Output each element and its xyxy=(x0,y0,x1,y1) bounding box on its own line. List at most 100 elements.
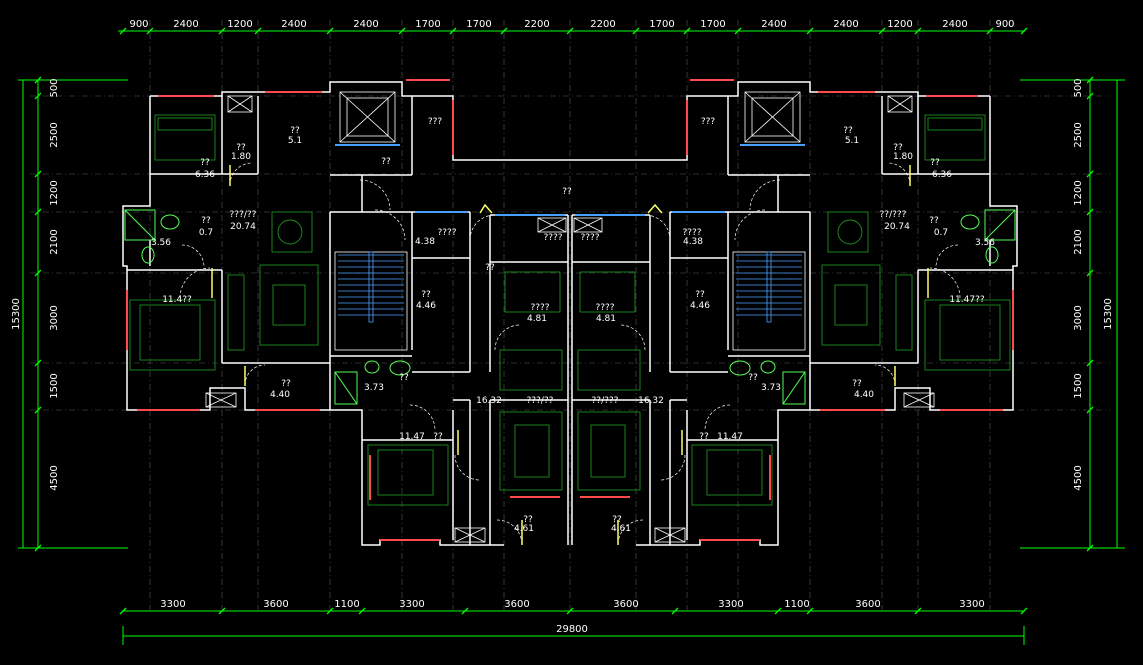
door-leaves xyxy=(211,165,929,545)
elevator-right xyxy=(744,91,801,143)
dim-right-total: 15300 xyxy=(1103,298,1114,330)
room-label-50: 11.47?? xyxy=(949,295,985,305)
room-label-29: ???/?? xyxy=(527,396,554,406)
dim-bottom-9: 3300 xyxy=(959,599,984,610)
top-dimension-labels: 900 2400 1200 2400 2400 1700 1700 2200 2… xyxy=(129,19,1014,30)
dimension-tick xyxy=(1086,544,1094,552)
dimension-tick xyxy=(914,27,922,35)
room-label-51: ???? xyxy=(595,303,614,313)
room-label-14: 3.56 xyxy=(151,238,171,248)
dim-right-1: 2500 xyxy=(1073,122,1084,147)
dim-right-6: 4500 xyxy=(1073,465,1084,490)
room-label-41: ??/??? xyxy=(880,210,907,220)
dimension-tick xyxy=(1020,607,1028,615)
room-label-4: 1.80 xyxy=(231,152,251,162)
dim-bottom-6: 3300 xyxy=(718,599,743,610)
room-label-35: ?? xyxy=(843,126,853,136)
dim-top-2: 1200 xyxy=(227,19,252,30)
shafts xyxy=(205,95,935,543)
room-label-27: ?? xyxy=(281,379,291,389)
dimension-tick xyxy=(1086,269,1094,277)
room-label-17: ???? xyxy=(543,233,562,243)
dim-right-0: 500 xyxy=(1073,78,1084,97)
dimension-tick xyxy=(1086,406,1094,414)
room-label-61: ?? xyxy=(612,515,622,525)
dim-top-14: 2400 xyxy=(942,19,967,30)
room-label-33: ?? xyxy=(523,515,533,525)
room-label-5: ?? xyxy=(290,126,300,136)
room-label-22: 11.4?? xyxy=(162,295,192,305)
room-label-18: ???? xyxy=(580,233,599,243)
room-label-2: ?? xyxy=(562,187,572,197)
dimension-tick xyxy=(34,92,42,100)
dimension-tick xyxy=(632,27,640,35)
room-label-32: 11.47 xyxy=(399,432,425,442)
room-label-15: ???? xyxy=(437,228,456,238)
room-label-30: 16.32 xyxy=(476,396,502,406)
dim-top-3: 2400 xyxy=(281,19,306,30)
dimension-tick xyxy=(461,607,469,615)
dimension-tick xyxy=(34,544,42,552)
room-label-47: 4.38 xyxy=(683,237,703,247)
room-label-42: 20.74 xyxy=(884,222,910,232)
dim-bottom-3: 3300 xyxy=(399,599,424,610)
dimension-tick xyxy=(566,27,574,35)
room-label-19: ?? xyxy=(485,263,495,273)
room-label-12: ?? xyxy=(201,216,211,226)
dim-left-0: 500 xyxy=(49,78,60,97)
dim-left-3: 2100 xyxy=(49,229,60,254)
room-label-39: ?? xyxy=(930,158,940,168)
dim-top-15: 900 xyxy=(995,19,1014,30)
dim-bottom-2: 1100 xyxy=(334,599,359,610)
dimension-tick xyxy=(1086,92,1094,100)
dim-top-8: 2200 xyxy=(590,19,615,30)
dim-right-3: 2100 xyxy=(1073,229,1084,254)
dim-top-5: 1700 xyxy=(415,19,440,30)
dim-bottom-4: 3600 xyxy=(504,599,529,610)
dimension-tick xyxy=(254,27,262,35)
dimension-lines xyxy=(18,30,1125,645)
room-label-37: ?? xyxy=(893,143,903,153)
room-label-10: ???/?? xyxy=(230,210,257,220)
room-label-55: ?? xyxy=(852,379,862,389)
room-labels: ??? ??? ?? ?? 1.80 ?? 5.1 ?? ?? 6.36 ???… xyxy=(151,117,995,534)
dimension-tick xyxy=(986,27,994,35)
room-label-40: 6.36 xyxy=(932,170,952,180)
room-label-20: ?? xyxy=(421,290,431,300)
dim-top-11: 2400 xyxy=(761,19,786,30)
elevator-left xyxy=(339,91,396,143)
dimension-tick xyxy=(806,607,814,615)
dim-left-6: 4500 xyxy=(49,465,60,490)
room-label-3: ?? xyxy=(236,143,246,153)
room-label-11: 20.74 xyxy=(230,222,256,232)
left-dimension-labels: 500 2500 1200 2100 3000 1500 4500 15300 xyxy=(11,78,60,490)
windows xyxy=(126,79,1014,541)
dimension-tick xyxy=(326,607,334,615)
dim-bottom-5: 3600 xyxy=(613,599,638,610)
dimension-tick xyxy=(34,269,42,277)
stair-left xyxy=(334,251,408,351)
dim-bottom-7: 1100 xyxy=(784,599,809,610)
room-label-36: 5.1 xyxy=(845,136,859,146)
dimension-tick xyxy=(34,406,42,414)
dim-bottom-0: 3300 xyxy=(160,599,185,610)
room-label-43: ?? xyxy=(929,216,939,226)
dim-top-12: 2400 xyxy=(833,19,858,30)
room-label-28: 4.40 xyxy=(270,390,290,400)
dimension-tick xyxy=(119,607,127,615)
dimension-tick xyxy=(146,27,154,35)
bottom-dimension-labels: 3300 3600 1100 3300 3600 3600 3300 1100 … xyxy=(160,599,984,635)
dimension-tick xyxy=(1086,76,1094,84)
stair-right xyxy=(732,251,806,351)
dim-top-7: 2200 xyxy=(524,19,549,30)
dimension-tick xyxy=(500,27,508,35)
room-label-62: 4.61 xyxy=(611,524,631,534)
sanitary-fixtures xyxy=(124,209,1016,405)
room-label-38: 1.80 xyxy=(893,152,913,162)
dimension-tick xyxy=(878,27,886,35)
dimension-tick xyxy=(671,607,679,615)
room-label-44: 0.7 xyxy=(934,228,948,238)
dimension-tick xyxy=(398,27,406,35)
room-label-58: 16.32 xyxy=(638,396,664,406)
dim-bottom-1: 3600 xyxy=(263,599,288,610)
